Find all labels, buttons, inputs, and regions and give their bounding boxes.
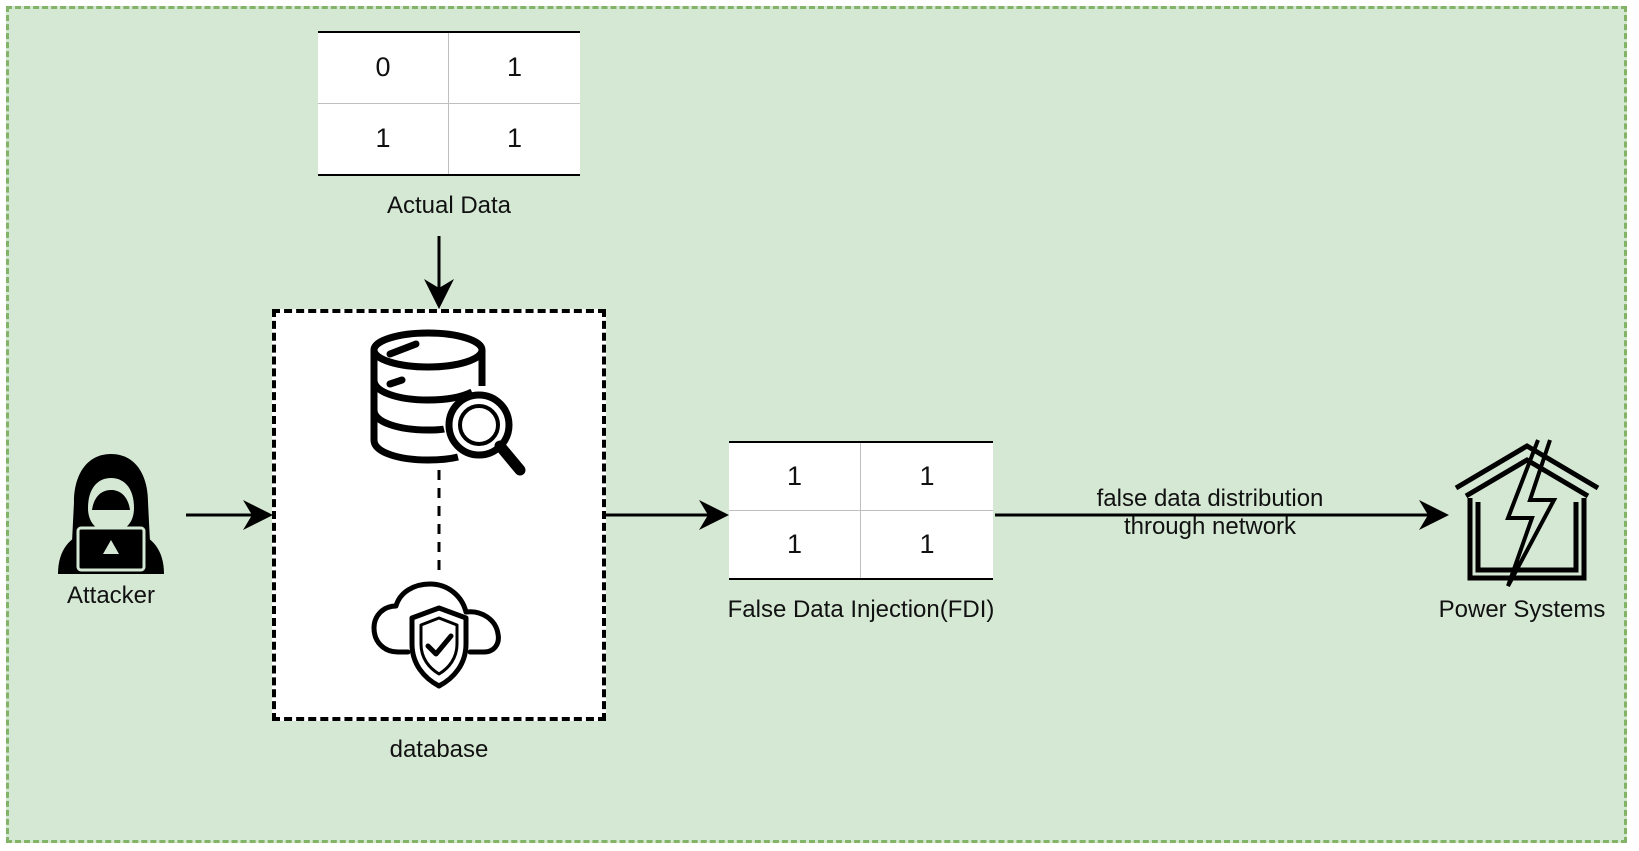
fdi-cell: 1 [861, 443, 993, 511]
actual-data-cell: 1 [506, 123, 523, 154]
actual-data-cell: 1 [318, 103, 449, 174]
actual-data-table: 0 1 1 1 [318, 31, 580, 176]
network-edge-label-line2: through network [1123, 512, 1297, 540]
database-label: database [389, 736, 489, 763]
fdi-table: 1 1 1 1 [729, 441, 993, 580]
hooded-hacker-laptop-icon [58, 454, 164, 574]
fdi-cell: 1 [919, 528, 935, 559]
network-edge-label-line1: false data distribution [1096, 485, 1324, 512]
actual-data-label: Actual Data [386, 192, 512, 219]
cloud-shield-check-icon [371, 581, 501, 689]
house-lightning-icon [1454, 439, 1600, 587]
actual-data-cell: 0 [318, 33, 449, 104]
power-systems-label: Power Systems [1438, 596, 1606, 623]
fdi-cell: 1 [729, 510, 861, 578]
fdi-label: False Data Injection(FDI) [727, 596, 995, 623]
network-edge-label: false data distribution through network [1060, 485, 1360, 540]
database-search-icon [370, 329, 526, 476]
fdi-cell: 1 [729, 443, 861, 511]
actual-data-cell: 1 [449, 33, 580, 104]
attacker-label: Attacker [66, 582, 156, 609]
